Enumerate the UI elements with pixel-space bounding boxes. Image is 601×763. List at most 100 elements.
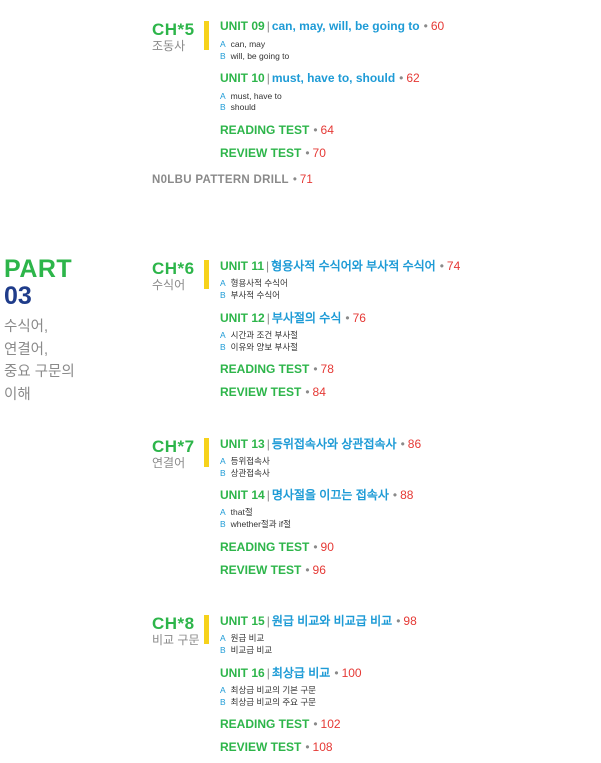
part-number: 03 — [4, 282, 32, 310]
page-number: 90 — [320, 540, 334, 554]
test-entry[interactable]: REVIEW TEST•96 — [220, 563, 326, 578]
subtopic-key: B — [220, 290, 226, 300]
bullet-dot: • — [313, 717, 318, 731]
page-number: 98 — [403, 614, 417, 628]
unit-title: 원급 비교와 비교급 비교 — [271, 614, 393, 628]
page-number: 108 — [312, 740, 333, 754]
unit-label: UNIT 11 — [220, 259, 265, 273]
chapter-subtitle: 비교 구문 — [152, 633, 200, 647]
page-number: 88 — [400, 488, 414, 502]
part-description: 수식어, 연결어, 중요 구문의 이해 — [4, 319, 75, 403]
subtopic-text: 시간과 조건 부사절 — [230, 330, 298, 340]
page-number: 60 — [430, 19, 445, 33]
subtopic-text: whether절과 if절 — [230, 519, 291, 529]
test-entry[interactable]: READING TEST•102 — [220, 717, 341, 732]
subtopic-key: A — [220, 456, 226, 466]
drill-label: N0LBU PATTERN DRILL — [152, 174, 289, 186]
chapter-accent-bar — [204, 260, 209, 289]
unit-entry[interactable]: UNIT 16|최상급 비교•100 — [220, 666, 362, 681]
bullet-dot: • — [334, 666, 339, 680]
subtopic-text: 원급 비교 — [230, 633, 265, 643]
chapter-heading: CH*7 연결어 — [152, 437, 195, 470]
page-number: 96 — [312, 563, 326, 577]
bullet-dot: • — [305, 385, 310, 399]
unit-label: UNIT 13 — [220, 437, 265, 451]
subtopic-key: B — [220, 51, 226, 61]
unit-subtopic: B 비교급 비교 — [220, 644, 272, 656]
unit-entry[interactable]: UNIT 10|must, have to, should•62 — [220, 71, 420, 86]
unit-entry[interactable]: UNIT 12|부사절의 수식•76 — [220, 311, 366, 326]
unit-title: 최상급 비교 — [271, 666, 331, 680]
chapter-heading: CH*8 비교 구문 — [152, 614, 200, 647]
unit-label: UNIT 09 — [220, 19, 265, 33]
chapter-title: CH*6 — [152, 259, 195, 278]
part-heading: PART 03 수식어, 연결어, 중요 구문의 이해 — [4, 255, 94, 406]
unit-title: 부사절의 수식 — [271, 311, 342, 325]
subtopic-text: 최상급 비교의 주요 구문 — [230, 697, 316, 707]
pattern-drill-entry[interactable]: N0LBU PATTERN DRILL•71 — [152, 173, 313, 187]
subtopic-key: A — [220, 39, 226, 49]
unit-label: UNIT 12 — [220, 311, 265, 325]
unit-label: UNIT 10 — [220, 71, 265, 85]
page-number: 102 — [320, 717, 341, 731]
page-number: 100 — [341, 666, 362, 680]
subtopic-key: A — [220, 507, 226, 517]
test-label: READING TEST — [220, 540, 310, 554]
unit-subtopic: B 부사적 수식어 — [220, 289, 280, 301]
test-entry[interactable]: READING TEST•64 — [220, 123, 334, 138]
test-label: REVIEW TEST — [220, 563, 302, 577]
unit-separator: | — [266, 614, 270, 628]
bullet-dot: • — [305, 146, 310, 160]
unit-separator: | — [266, 311, 270, 325]
test-label: READING TEST — [220, 362, 310, 376]
bullet-dot: • — [313, 362, 318, 376]
subtopic-key: A — [220, 91, 226, 101]
page-number: 76 — [352, 311, 366, 325]
unit-entry[interactable]: UNIT 15|원급 비교와 비교급 비교•98 — [220, 614, 417, 629]
chapter-accent-bar — [204, 615, 209, 644]
page-number: 64 — [320, 123, 334, 137]
unit-entry[interactable]: UNIT 13|등위접속사와 상관접속사•86 — [220, 437, 421, 452]
subtopic-text: 비교급 비교 — [230, 645, 273, 655]
unit-label: UNIT 15 — [220, 614, 265, 628]
test-entry[interactable]: READING TEST•78 — [220, 362, 334, 377]
bullet-dot: • — [439, 259, 444, 273]
subtopic-key: A — [220, 685, 226, 695]
subtopic-text: must, have to — [230, 91, 282, 101]
test-entry[interactable]: REVIEW TEST•84 — [220, 385, 326, 400]
bullet-dot: • — [292, 174, 297, 186]
test-label: READING TEST — [220, 717, 310, 731]
page-number: 71 — [299, 174, 313, 186]
page-number: 74 — [446, 259, 461, 273]
unit-entry[interactable]: UNIT 09|can, may, will, be going to•60 — [220, 19, 444, 34]
subtopic-key: B — [220, 645, 226, 655]
bullet-dot: • — [305, 740, 310, 754]
subtopic-key: B — [220, 342, 226, 352]
bullet-dot: • — [392, 488, 398, 502]
test-entry[interactable]: REVIEW TEST•70 — [220, 146, 326, 161]
chapter-subtitle: 조동사 — [152, 39, 186, 53]
subtopic-text: can, may — [230, 39, 266, 49]
chapter-heading: CH*6 수식어 — [152, 259, 195, 292]
subtopic-text: 부사적 수식어 — [230, 290, 280, 300]
part-label: PART — [4, 255, 73, 283]
unit-entry[interactable]: UNIT 14|명사절을 이끄는 접속사•88 — [220, 488, 413, 503]
chapter-subtitle: 수식어 — [152, 278, 186, 292]
test-entry[interactable]: REVIEW TEST•108 — [220, 740, 333, 755]
bullet-dot: • — [400, 437, 405, 451]
unit-title: can, may, will, be going to — [271, 19, 420, 33]
chapter-accent-bar — [204, 21, 209, 50]
unit-entry[interactable]: UNIT 11|형용사적 수식어와 부사적 수식어•74 — [220, 259, 460, 274]
subtopic-text: 이유와 양보 부사절 — [230, 342, 298, 352]
chapter-heading: CH*5 조동사 — [152, 20, 195, 53]
unit-separator: | — [266, 71, 270, 85]
test-label: REVIEW TEST — [220, 740, 302, 754]
test-entry[interactable]: READING TEST•90 — [220, 540, 334, 555]
test-label: REVIEW TEST — [220, 146, 302, 160]
